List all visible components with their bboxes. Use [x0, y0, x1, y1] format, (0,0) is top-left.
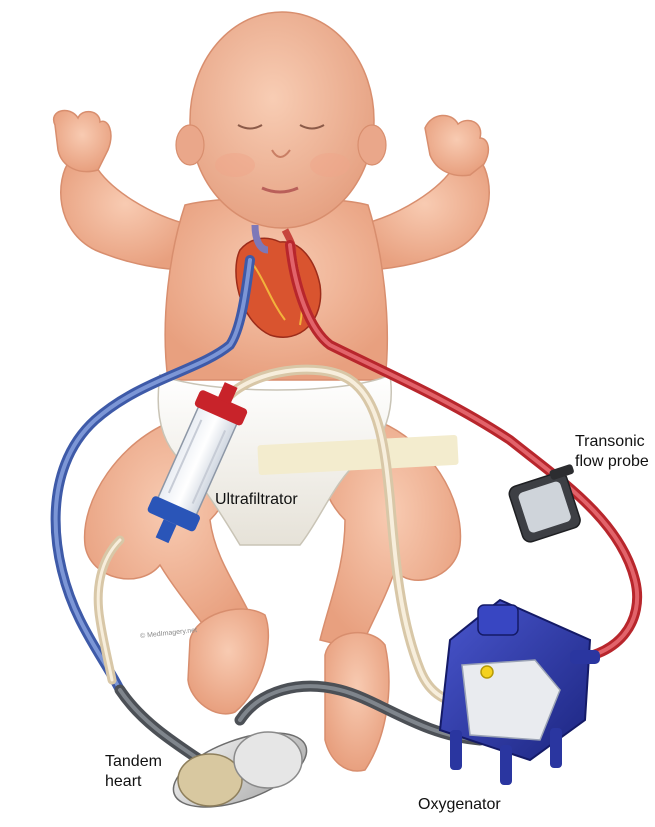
- left-arm: [54, 111, 190, 270]
- oxygenator-device: [440, 600, 600, 785]
- transonic-flow-probe-device: [506, 464, 591, 544]
- tandem-heart-pump: [164, 718, 316, 822]
- transonic-flow-probe-label: Transonic flow probe: [575, 432, 649, 472]
- tandem-label-line1: Tandem: [105, 752, 162, 772]
- ultrafiltrator-label: Ultrafiltrator: [215, 490, 298, 510]
- infant-head: [176, 12, 386, 228]
- tandem-heart-label: Tandem heart: [105, 752, 162, 792]
- transonic-label-line1: Transonic: [575, 432, 649, 452]
- oxygenator-label: Oxygenator: [418, 795, 501, 815]
- transonic-label-line2: flow probe: [575, 452, 649, 472]
- tandem-label-line2: heart: [105, 772, 162, 792]
